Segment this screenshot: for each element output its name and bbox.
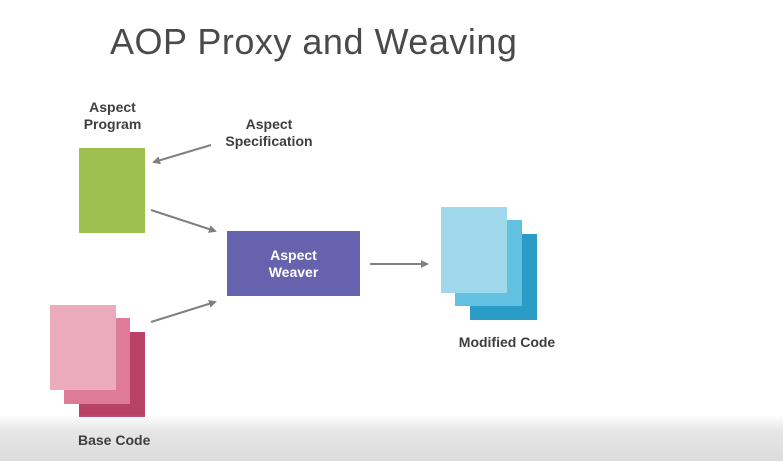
- arrow-basecode-to-weaver: [150, 299, 217, 323]
- aspect-weaver-box: Aspect Weaver: [227, 231, 360, 296]
- base-code-page-front: [50, 305, 116, 390]
- slide-title: AOP Proxy and Weaving: [110, 21, 518, 62]
- aspect-program-label-line1: Aspect: [89, 99, 136, 115]
- aspect-weaver-label-line2: Weaver: [268, 263, 319, 280]
- arrow-program-to-weaver: [150, 209, 217, 233]
- aspect-specification-label: Aspect Specification: [214, 116, 324, 150]
- aspect-program-box: [79, 148, 145, 233]
- aspect-specification-label-line1: Aspect: [245, 116, 293, 132]
- modified-code-page-front: [441, 207, 507, 293]
- aspect-program-label-line2: Program: [83, 116, 142, 132]
- base-code-label: Base Code: [78, 432, 151, 448]
- bottom-shade: [0, 415, 783, 461]
- modified-code-label: Modified Code: [458, 334, 556, 350]
- arrow-specification-to-program: [152, 144, 212, 165]
- aspect-program-label: Aspect Program: [70, 99, 155, 133]
- aspect-weaver-label-line1: Aspect: [270, 246, 317, 263]
- aspect-specification-label-line2: Specification: [225, 133, 313, 149]
